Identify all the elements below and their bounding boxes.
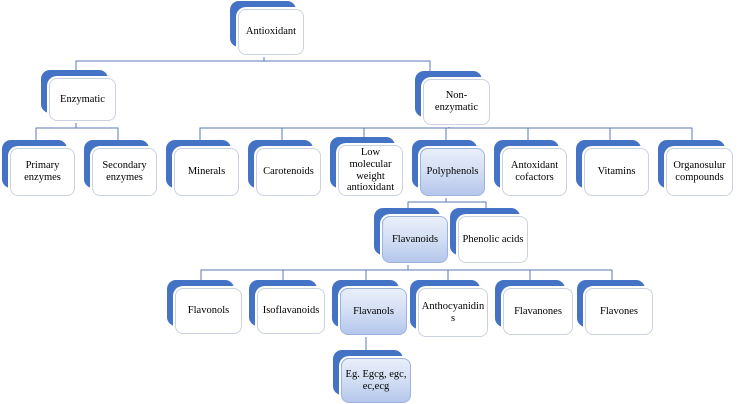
node-label-isoflavanoids: Isoflavanoids — [262, 305, 320, 317]
node-flavanoids: Flavanoids — [374, 208, 448, 263]
node-label-phenolic_acids: Phenolic acids — [462, 233, 524, 245]
node-box-primary_enzymes: Primary enzymes — [10, 148, 75, 196]
node-antioxidant: Antioxidant — [230, 1, 304, 55]
node-label-flavonols: Flavonols — [187, 305, 230, 317]
node-box-enzymatic: Enzymatic — [49, 78, 116, 121]
node-label-antoxidant_cofactors: Antoxidant cofactors — [510, 160, 559, 183]
node-box-isoflavanoids: Isoflavanoids — [257, 288, 325, 334]
node-secondary_enzymes: Secondary enzymes — [84, 140, 157, 196]
node-label-minerals: Minerals — [187, 166, 226, 178]
node-minerals: Minerals — [166, 140, 239, 196]
node-box-phenolic_acids: Phenolic acids — [458, 216, 528, 263]
node-box-eg_egcg: Eg. Egcg, egc, ec,ecg — [341, 358, 411, 403]
node-label-antioxidant: Antioxidant — [245, 26, 297, 38]
node-label-secondary_enzymes: Secondary enzymes — [102, 160, 147, 183]
node-polyphenols: Polyphenols — [412, 140, 485, 196]
node-low_molecular: Low molecular weight antioxidant — [330, 137, 403, 196]
node-box-flavanoids: Flavanoids — [382, 216, 448, 263]
node-box-carotenoids: Carotenoids — [256, 148, 321, 196]
node-box-low_molecular: Low molecular weight antioxidant — [338, 145, 403, 196]
node-primary_enzymes: Primary enzymes — [2, 140, 75, 196]
node-phenolic_acids: Phenolic acids — [450, 208, 528, 263]
node-box-antioxidant: Antioxidant — [238, 9, 304, 55]
node-box-anthocyanidins: Anthocyanidins — [418, 288, 488, 337]
node-label-carotenoids: Carotenoids — [263, 166, 314, 178]
node-label-primary_enzymes: Primary enzymes — [24, 160, 61, 183]
node-enzymatic: Enzymatic — [41, 70, 116, 121]
node-box-organosulur: Organosulur compounds — [666, 148, 733, 196]
node-label-flavanones: Flavanones — [514, 305, 562, 317]
node-eg_egcg: Eg. Egcg, egc, ec,ecg — [333, 350, 411, 403]
node-label-flavanols: Flavanols — [353, 305, 394, 317]
node-box-flavones: Flavones — [585, 288, 653, 335]
node-label-eg_egcg: Eg. Egcg, egc, ec,ecg — [345, 368, 407, 392]
node-label-anthocyanidins: Anthocyanidins — [421, 300, 485, 324]
connector-elbow — [75, 60, 431, 72]
node-label-enzymatic: Enzymatic — [60, 93, 105, 105]
node-box-minerals: Minerals — [174, 148, 239, 196]
node-box-flavonols: Flavonols — [175, 288, 242, 334]
node-antoxidant_cofactors: Antoxidant cofactors — [494, 140, 567, 196]
node-label-flavones: Flavones — [600, 305, 638, 317]
node-flavonols: Flavonols — [167, 280, 242, 334]
node-flavones: Flavones — [577, 280, 653, 335]
node-label-flavanoids: Flavanoids — [391, 233, 439, 245]
node-label-polyphenols: Polyphenols — [426, 166, 479, 178]
node-box-secondary_enzymes: Secondary enzymes — [92, 148, 157, 196]
node-label-non_enzymatic: Non-enzymatic — [434, 90, 479, 113]
node-box-antoxidant_cofactors: Antoxidant cofactors — [502, 148, 567, 196]
node-flavanols: Flavanols — [332, 280, 407, 335]
node-carotenoids: Carotenoids — [248, 140, 321, 196]
node-isoflavanoids: Isoflavanoids — [249, 280, 325, 334]
node-label-organosulur: Organosulur compounds — [673, 160, 726, 183]
node-box-flavanols: Flavanols — [340, 288, 407, 335]
node-label-vitamins: Vitamins — [597, 166, 636, 178]
node-organosulur: Organosulur compounds — [658, 140, 733, 196]
node-box-vitamins: Vitamins — [584, 148, 649, 196]
node-box-polyphenols: Polyphenols — [420, 148, 485, 196]
node-box-flavanones: Flavanones — [503, 288, 573, 335]
node-non_enzymatic: Non-enzymatic — [415, 71, 490, 125]
node-vitamins: Vitamins — [576, 140, 649, 196]
node-anthocyanidins: Anthocyanidins — [410, 280, 488, 337]
node-flavanones: Flavanones — [495, 280, 573, 335]
node-label-low_molecular: Low molecular weight antioxidant — [346, 146, 395, 194]
node-box-non_enzymatic: Non-enzymatic — [423, 79, 490, 125]
